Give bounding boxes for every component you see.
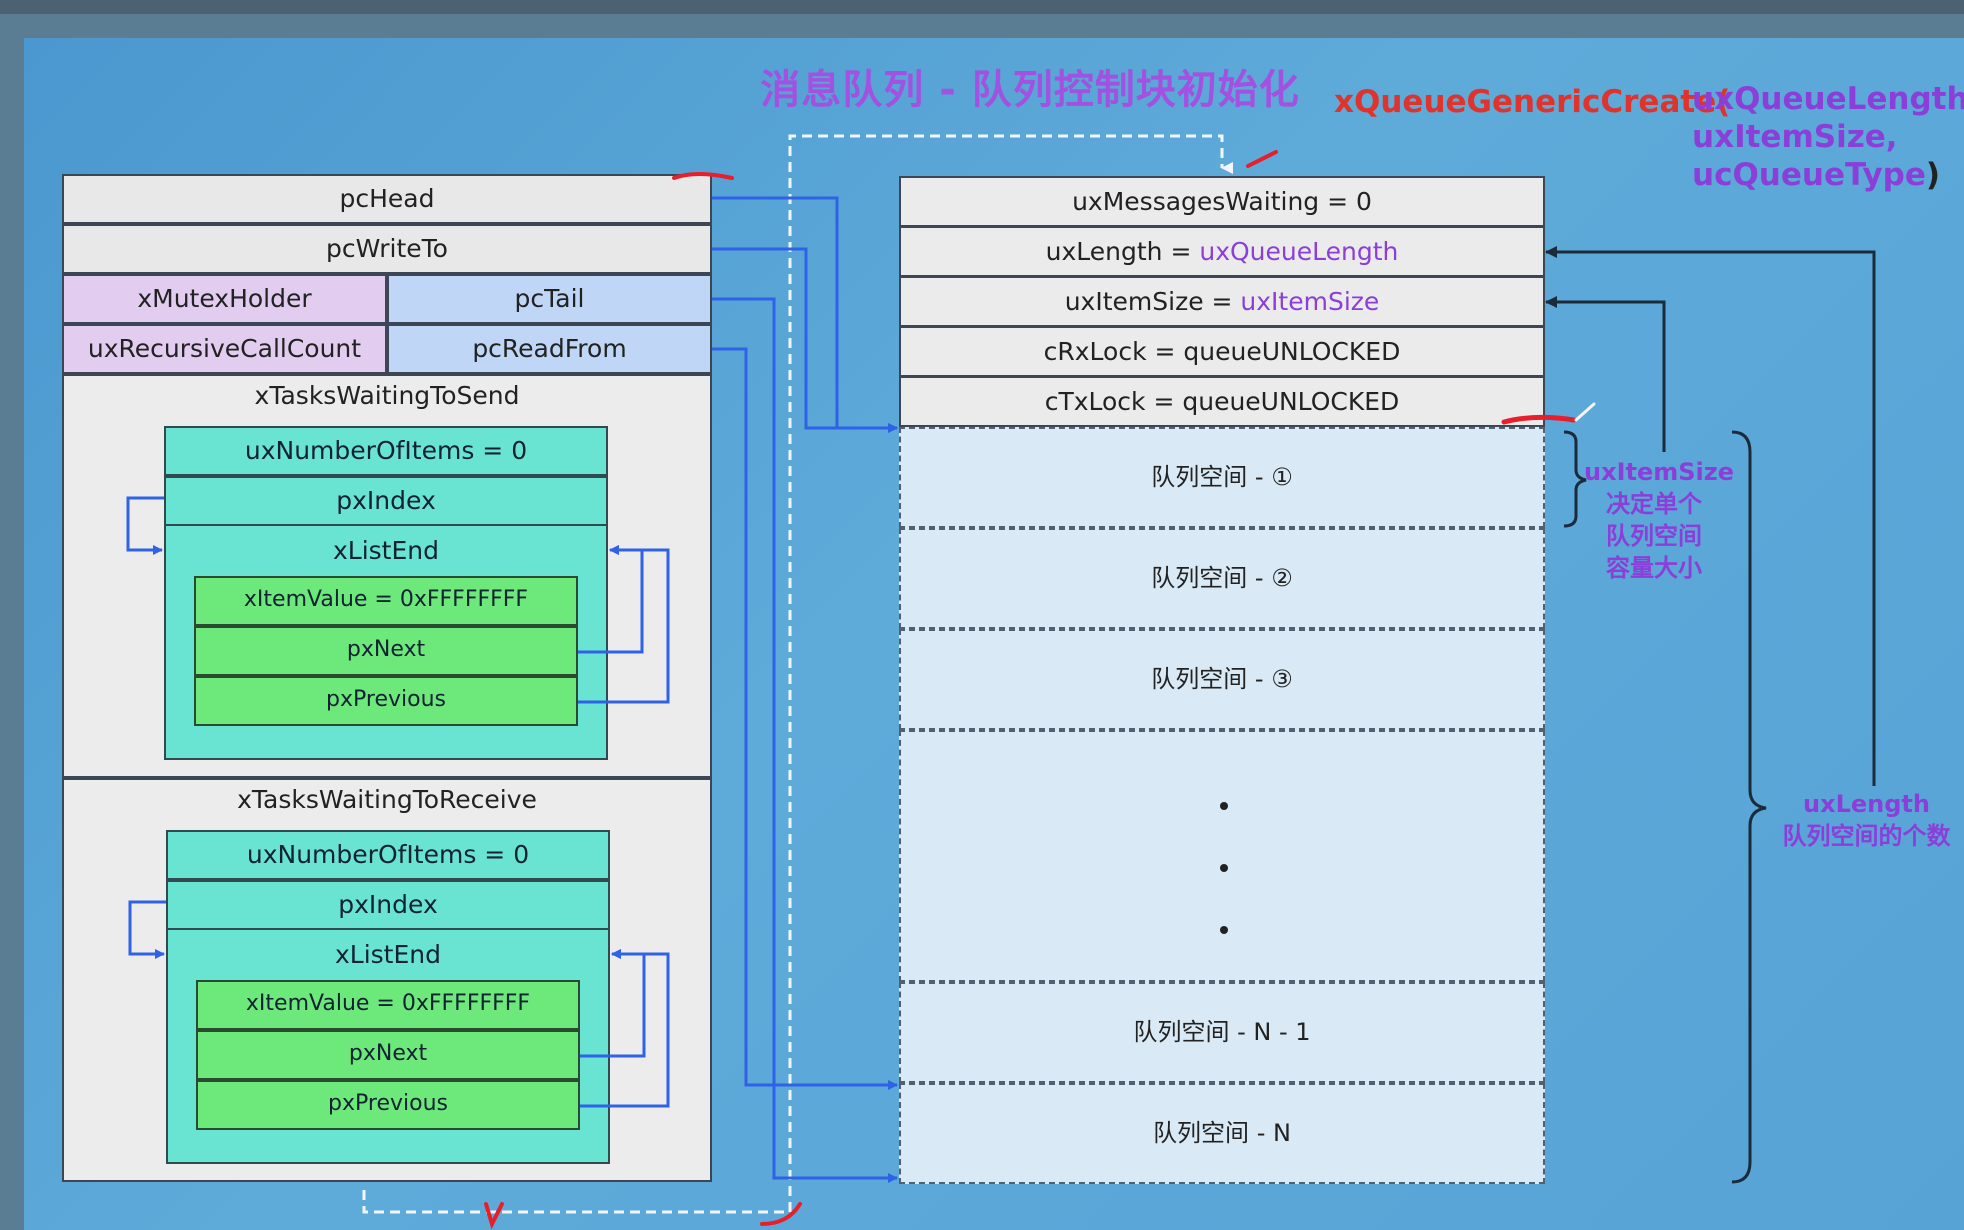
param-queue-length: uxQueueLength , <box>1692 81 1964 117</box>
item-size-note: uxItemSize 决定单个 队列空间 容量大小 <box>1584 456 1735 584</box>
item-size-note-line: uxItemSize <box>1584 458 1735 486</box>
receive-list-xitemvalue: xItemValue = 0xFFFFFFFF <box>196 980 580 1030</box>
field-ctxlock: cTxLock = queueUNLOCKED <box>899 376 1545 427</box>
uxlength-value: uxQueueLength <box>1199 237 1399 266</box>
field-pcwriteto: pcWriteTo <box>62 224 712 274</box>
receive-list-xlistend: xListEnd <box>334 940 441 969</box>
length-note-line: uxLength <box>1803 790 1930 818</box>
slide: 消息队列 - 队列控制块初始化 xQueueGenericCreate( uxQ… <box>24 38 1964 1230</box>
ellipsis-dot <box>1220 926 1228 934</box>
pen-mark <box>672 172 734 180</box>
item-size-note-line: 决定单个 <box>1606 490 1702 518</box>
arrow-send-pxnext <box>578 545 644 654</box>
item-size-brace <box>1563 430 1587 528</box>
arrow-send-pxindex <box>126 496 164 555</box>
receive-list-pxindex: pxIndex <box>166 880 610 930</box>
receive-list-uxnumberofitems: uxNumberOfItems = 0 <box>166 830 610 880</box>
uxitemsize-value: uxItemSize <box>1240 287 1380 316</box>
queue-slot-n: 队列空间 - N <box>899 1083 1545 1184</box>
function-name: xQueueGenericCreate( <box>1334 84 1731 120</box>
param-item-size: uxItemSize, <box>1692 119 1898 155</box>
ellipsis-dot <box>1220 802 1228 810</box>
page-title: 消息队列 - 队列控制块初始化 <box>760 67 1300 113</box>
dashed-memory-path <box>362 134 1233 1214</box>
function-close-paren: ) <box>1925 157 1941 193</box>
field-uxrecursivecallcount: uxRecursiveCallCount <box>62 324 387 374</box>
field-uxmessageswaiting: uxMessagesWaiting = 0 <box>899 176 1545 227</box>
queue-slot-ellipsis <box>899 730 1545 982</box>
send-list-uxnumberofitems: uxNumberOfItems = 0 <box>164 426 608 476</box>
queue-slot-1: 队列空间 - ① <box>899 427 1545 528</box>
pen-mark <box>1574 402 1596 422</box>
send-list-xlistend: xListEnd <box>332 536 439 565</box>
field-pcreadfrom: pcReadFrom <box>387 324 712 374</box>
length-note: uxLength 队列空间的个数 <box>1769 788 1964 852</box>
arrow-receive-pxprevious <box>580 949 670 1108</box>
item-size-note-line: 队列空间 <box>1606 522 1702 550</box>
queue-slot-2: 队列空间 - ② <box>899 528 1545 629</box>
receive-list-title: xTasksWaitingToReceive <box>237 785 537 814</box>
arrow-pcreadfrom <box>712 347 898 1090</box>
receive-list-pxprevious: pxPrevious <box>196 1080 580 1130</box>
pen-mark <box>760 1202 802 1226</box>
window-top-strip <box>0 0 1964 14</box>
send-list-xitemvalue: xItemValue = 0xFFFFFFFF <box>194 576 578 626</box>
uxlength-label: uxLength = <box>1045 237 1200 266</box>
send-list-pxnext: pxNext <box>194 626 578 676</box>
queue-slot-3: 队列空间 - ③ <box>899 629 1545 730</box>
field-pchead: pcHead <box>62 174 712 224</box>
arrow-receive-pxnext <box>580 949 646 1058</box>
arrow-receive-pxindex <box>128 900 166 959</box>
param-queue-type-line: ucQueueType) <box>1692 156 1952 194</box>
item-size-note-line: 容量大小 <box>1606 554 1702 582</box>
length-arrow <box>1545 246 1876 786</box>
send-list-pxprevious: pxPrevious <box>194 676 578 726</box>
pen-mark <box>1246 150 1278 168</box>
ellipsis-dot <box>1220 864 1228 872</box>
field-uxitemsize: uxItemSize = uxItemSize <box>899 276 1545 327</box>
send-list-pxindex: pxIndex <box>164 476 608 526</box>
field-uxlength: uxLength = uxQueueLength <box>899 226 1545 277</box>
length-brace <box>1731 430 1767 1184</box>
length-note-line: 队列空间的个数 <box>1782 822 1951 850</box>
field-xmutexholder: xMutexHolder <box>62 274 387 324</box>
arrow-pctail <box>712 297 898 1183</box>
queue-slot-n-minus-1: 队列空间 - N - 1 <box>899 982 1545 1083</box>
field-pctail: pcTail <box>387 274 712 324</box>
uxitemsize-label: uxItemSize = <box>1064 287 1241 316</box>
pen-mark <box>484 1202 504 1230</box>
receive-list-pxnext: pxNext <box>196 1030 580 1080</box>
pen-mark <box>1501 414 1577 425</box>
arrow-send-pxprevious <box>578 545 670 704</box>
connector-layer <box>126 134 1876 1230</box>
param-queue-type: ucQueueType <box>1692 157 1926 193</box>
item-size-arrow <box>1545 296 1666 452</box>
arrow-pcwriteto <box>712 247 898 433</box>
function-params: uxQueueLength , uxItemSize, ucQueueType) <box>1692 80 1964 194</box>
send-list-title: xTasksWaitingToSend <box>254 381 520 410</box>
